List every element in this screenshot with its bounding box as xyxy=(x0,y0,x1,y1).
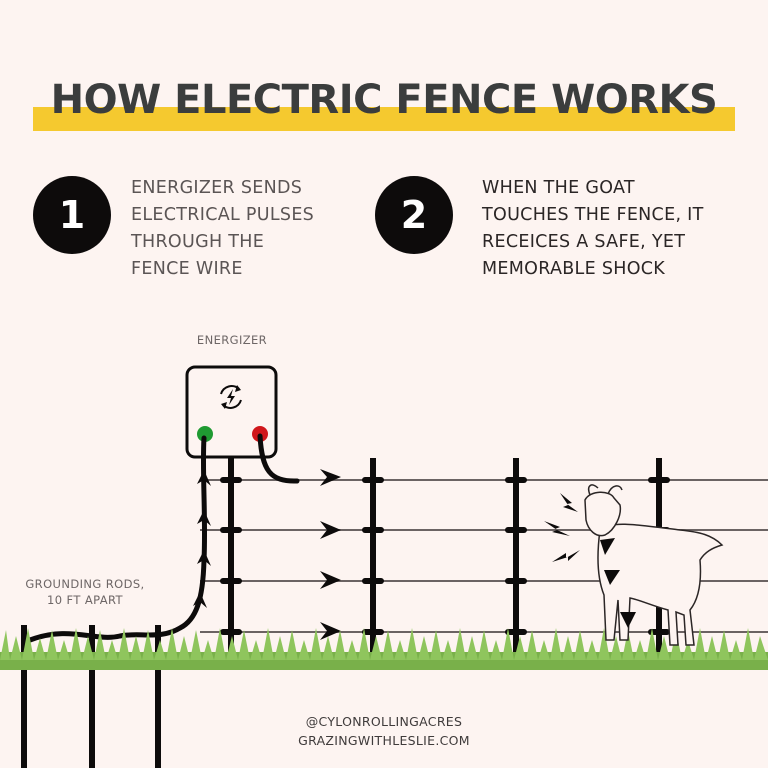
step-1-line: ENERGIZER SENDS xyxy=(131,178,303,198)
website-link[interactable]: GRAZINGWITHLESLIE.COM xyxy=(298,733,470,748)
energizer-box xyxy=(185,365,278,459)
ground-terminal xyxy=(197,426,213,442)
grass xyxy=(0,628,768,670)
step-2-badge: 2 xyxy=(375,176,453,254)
shock-bolt-icons xyxy=(544,493,636,628)
step-2-line: RECEICES A SAFE, YET xyxy=(482,232,686,252)
arrow-right-icon xyxy=(320,521,341,539)
grounding-rods xyxy=(21,625,161,768)
step-1-text: ENERGIZER SENDS ELECTRICAL PULSES THROUG… xyxy=(131,175,314,283)
grounding-label-line: 10 FT APART xyxy=(47,593,123,607)
page-title: HOW ELECTRIC FENCE WORKS xyxy=(50,77,718,123)
arrow-right-icon xyxy=(320,469,341,486)
step-2-line: WHEN THE GOAT xyxy=(482,178,635,198)
grounding-label-line: GROUNDING RODS, xyxy=(25,577,145,591)
arrow-right-icon xyxy=(320,622,341,640)
arrow-right-icon xyxy=(320,571,341,589)
title-highlight xyxy=(33,107,735,131)
title-block: HOW ELECTRIC FENCE WORKS xyxy=(0,72,768,131)
grounding-rods-label: GROUNDING RODS, 10 FT APART xyxy=(10,576,160,608)
step-2-text: WHEN THE GOAT TOUCHES THE FENCE, IT RECE… xyxy=(482,175,704,283)
step-2-line: TOUCHES THE FENCE, IT xyxy=(482,205,704,225)
lightning-cycle-icon xyxy=(220,385,242,409)
step-1-badge: 1 xyxy=(33,176,111,254)
ground-flow-arrows xyxy=(193,470,211,608)
step-2-line: MEMORABLE SHOCK xyxy=(482,259,666,279)
step-1-line: THROUGH THE xyxy=(131,232,265,252)
hot-lead-wire xyxy=(257,433,300,484)
step-1-line: FENCE WIRE xyxy=(131,259,243,279)
current-arrows xyxy=(320,469,341,640)
footer-credits: @CYLONROLLINGACRES GRAZINGWITHLESLIE.COM xyxy=(0,712,768,750)
ground-lead-wire xyxy=(27,435,208,643)
energizer-label: ENERGIZER xyxy=(196,333,268,347)
social-handle: @CYLONROLLINGACRES xyxy=(305,714,463,729)
step-1-line: ELECTRICAL PULSES xyxy=(131,205,315,225)
goat-illustration xyxy=(584,484,724,646)
